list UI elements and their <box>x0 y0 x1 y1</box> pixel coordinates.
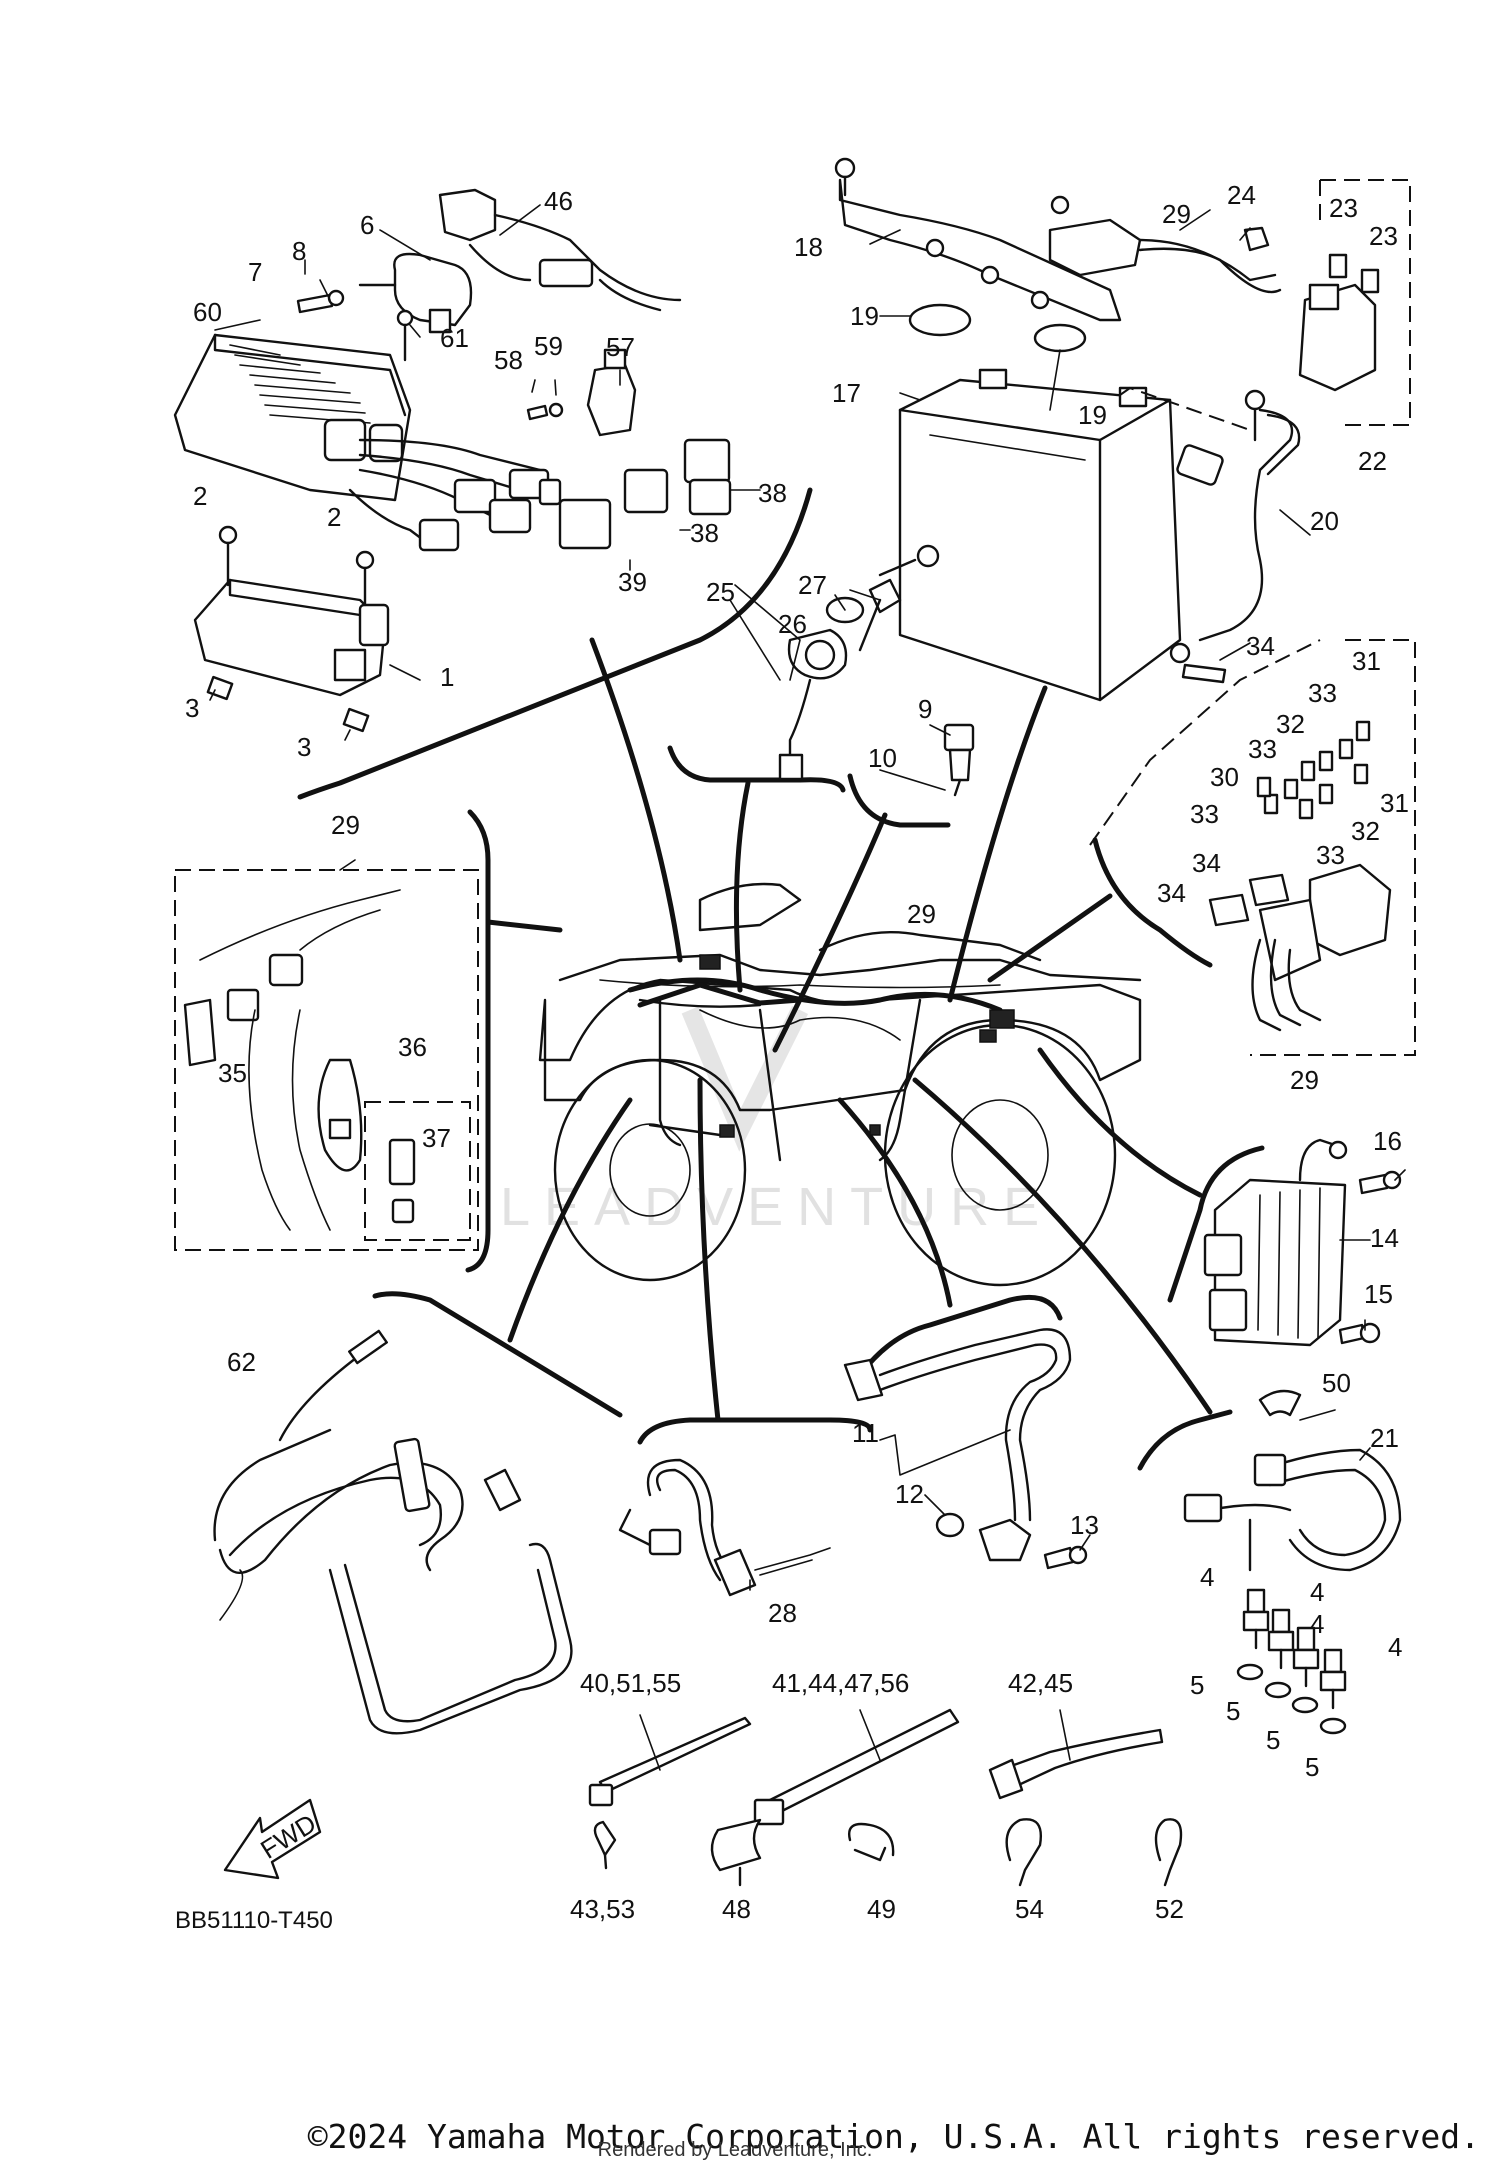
fuse-box-group <box>1089 639 1416 1056</box>
watermark: LEADVENTURE <box>500 1005 1053 1237</box>
callout-38: 38 <box>758 478 787 508</box>
callout-49: 49 <box>867 1894 896 1924</box>
callout-1: 1 <box>440 662 454 692</box>
callout-5: 5 <box>1190 1670 1204 1700</box>
callout-62: 62 <box>227 1347 256 1377</box>
callout-19: 19 <box>850 301 879 331</box>
callout-15: 15 <box>1364 1279 1393 1309</box>
callout-17: 17 <box>832 378 861 408</box>
callout-46: 46 <box>544 186 573 216</box>
callout-22: 22 <box>1358 446 1387 476</box>
callout-3: 3 <box>297 732 311 762</box>
diagram-code: BB51110-T450 <box>175 1907 333 1934</box>
callout-14: 14 <box>1370 1223 1399 1253</box>
callout-58: 58 <box>494 345 523 375</box>
callout-52: 52 <box>1155 1894 1184 1924</box>
callout-29: 29 <box>907 899 936 929</box>
callout-29: 29 <box>1162 199 1191 229</box>
injector-harness-21 <box>1183 1389 1402 1735</box>
callout-4: 4 <box>1388 1632 1402 1662</box>
callout-50: 50 <box>1322 1368 1351 1398</box>
callout-16: 16 <box>1373 1126 1402 1156</box>
callout-31: 31 <box>1380 788 1409 818</box>
callout-34: 34 <box>1246 631 1275 661</box>
callout-33: 33 <box>1190 799 1219 829</box>
sensor-11 <box>843 1328 1088 1570</box>
callout-48: 48 <box>722 1894 751 1924</box>
callout-13: 13 <box>1070 1510 1099 1540</box>
callout-29: 29 <box>1290 1065 1319 1095</box>
callout-37: 37 <box>422 1123 451 1153</box>
callout-26: 26 <box>778 609 807 639</box>
callout-41-44-47-56: 41,44,47,56 <box>772 1668 909 1698</box>
callout-leaders <box>209 204 1406 1771</box>
callouts: 1 2 2 3 3 4 4 4 4 5 5 5 5 6 7 8 9 10 11 … <box>185 180 1409 1924</box>
callout-11: 11 <box>852 1418 879 1448</box>
fwd-arrow: FWD <box>223 1798 321 1880</box>
regulator-group <box>1203 1138 1402 1347</box>
callout-38: 38 <box>690 518 719 548</box>
callout-27: 27 <box>798 570 827 600</box>
harness-62 <box>213 1329 573 1735</box>
sensor-28 <box>618 1458 831 1597</box>
atv-outline <box>538 882 1142 1287</box>
callout-2: 2 <box>193 481 207 511</box>
group-brackets <box>297 487 1265 1471</box>
callout-59: 59 <box>534 331 563 361</box>
callout-36: 36 <box>398 1032 427 1062</box>
callout-24: 24 <box>1227 180 1256 210</box>
ecu-group <box>173 188 732 733</box>
callout-3: 3 <box>185 693 199 723</box>
callout-34: 34 <box>1157 878 1186 908</box>
callout-42-45: 42,45 <box>1008 1668 1073 1698</box>
callout-28: 28 <box>768 1598 797 1628</box>
callout-30: 30 <box>1210 762 1239 792</box>
callout-5: 5 <box>1305 1752 1319 1782</box>
leader-lines <box>485 637 1213 1423</box>
callout-18: 18 <box>794 232 823 262</box>
callout-4: 4 <box>1310 1609 1324 1639</box>
callout-33: 33 <box>1248 734 1277 764</box>
left-subassembly <box>174 859 479 1251</box>
callout-4: 4 <box>1310 1577 1324 1607</box>
callout-43-53: 43,53 <box>570 1894 635 1924</box>
callout-4: 4 <box>1200 1562 1214 1592</box>
callout-35: 35 <box>218 1058 247 1088</box>
callout-5: 5 <box>1266 1725 1280 1755</box>
callout-29: 29 <box>331 810 360 840</box>
callout-31: 31 <box>1352 646 1381 676</box>
callout-54: 54 <box>1015 1894 1044 1924</box>
callout-34: 34 <box>1192 848 1221 878</box>
copyright-notice: ©2024 Yamaha Motor Corporation, U.S.A. A… <box>308 2117 1480 2156</box>
callout-10: 10 <box>868 743 897 773</box>
callout-20: 20 <box>1310 506 1339 536</box>
watermark-text: LEADVENTURE <box>500 1177 1053 1237</box>
callout-8: 8 <box>292 236 306 266</box>
callout-33: 33 <box>1316 840 1345 870</box>
rendered-by-notice: Rendered by Leadventure, Inc. <box>598 2139 873 2161</box>
battery-group <box>834 157 1411 702</box>
callout-21: 21 <box>1370 1423 1399 1453</box>
callout-25: 25 <box>706 577 735 607</box>
callout-61: 61 <box>440 323 469 353</box>
callout-23: 23 <box>1369 221 1398 251</box>
callout-32: 32 <box>1276 709 1305 739</box>
callout-6: 6 <box>360 210 374 240</box>
callout-57: 57 <box>606 332 635 362</box>
callout-60: 60 <box>193 297 222 327</box>
callout-12: 12 <box>895 1479 924 1509</box>
callout-32: 32 <box>1351 816 1380 846</box>
callout-39: 39 <box>618 567 647 597</box>
callout-5: 5 <box>1226 1696 1240 1726</box>
callout-2: 2 <box>327 502 341 532</box>
callout-23: 23 <box>1329 193 1358 223</box>
ignition-group <box>778 544 975 797</box>
callout-7: 7 <box>248 257 262 287</box>
cable-ties <box>588 1708 1183 1887</box>
callout-19: 19 <box>1078 400 1107 430</box>
callout-9: 9 <box>918 694 932 724</box>
callout-33: 33 <box>1308 678 1337 708</box>
callout-40-51-55: 40,51,55 <box>580 1668 681 1698</box>
